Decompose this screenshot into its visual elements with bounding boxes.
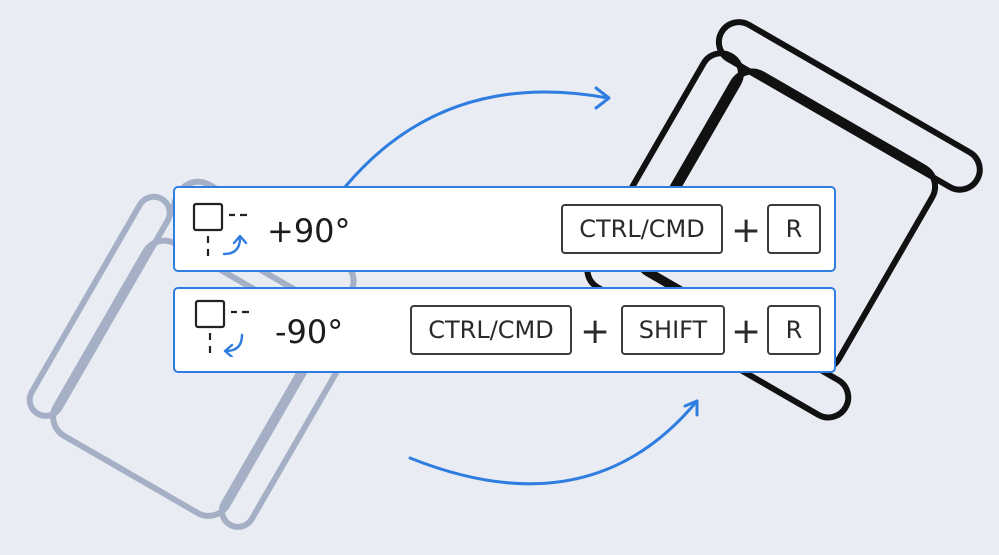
key-r: R: [767, 305, 821, 355]
plus-separator: +: [731, 210, 762, 251]
rotate-clockwise-icon: [192, 202, 248, 256]
armchair-seat: [50, 237, 323, 519]
arrow-clockwise-bottom: [408, 399, 699, 486]
angle-label: -90°: [275, 313, 344, 351]
key-r: R: [767, 204, 821, 254]
rotate-counterclockwise-icon: [194, 299, 249, 357]
rotate-counterclockwise-shortcut: -90° CTRL/CMD + SHIFT + R: [173, 287, 836, 373]
plus-separator: +: [580, 311, 611, 352]
key-ctrl-cmd: CTRL/CMD: [561, 204, 723, 254]
armchair-top-arm: [715, 19, 983, 193]
armchair-left-arm: [26, 193, 173, 419]
plus-separator: +: [731, 311, 762, 352]
rotate-clockwise-shortcut: +90° CTRL/CMD + R: [173, 186, 836, 272]
key-shift: SHIFT: [621, 305, 725, 355]
angle-label: +90°: [267, 212, 351, 250]
key-ctrl-cmd: CTRL/CMD: [410, 305, 572, 355]
arrow-clockwise-top: [343, 86, 611, 189]
